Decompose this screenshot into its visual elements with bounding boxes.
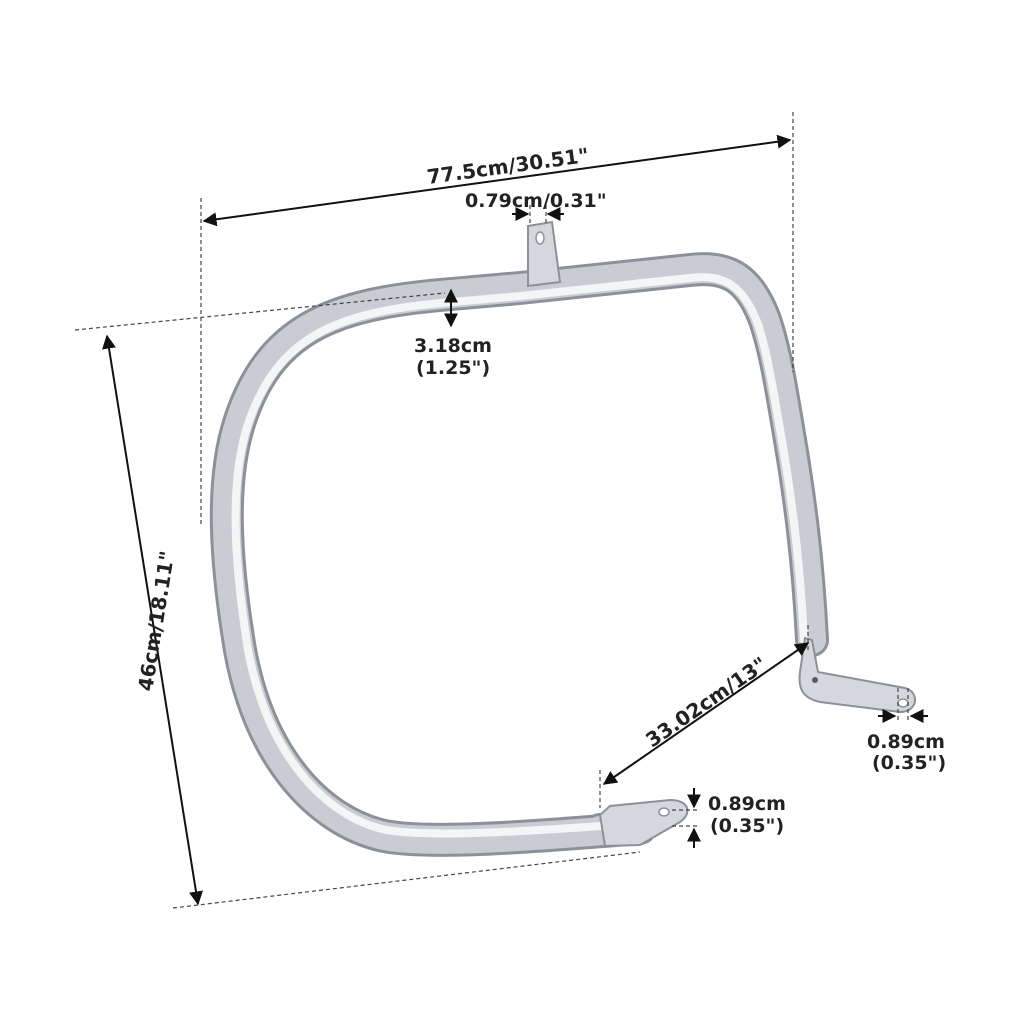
bottom-hole-in-label: (0.35") xyxy=(710,815,784,837)
overall-height-label: 46cm/18.11" xyxy=(133,549,179,693)
top-tab-width-label: 0.79cm/0.31" xyxy=(465,190,607,212)
extension-lines xyxy=(74,112,909,909)
dimension-lines xyxy=(102,134,928,906)
right-hole-cm-label: 0.89cm xyxy=(867,731,945,753)
tube-diameter-cm-label: 3.18cm xyxy=(414,335,492,357)
overall-width-label: 77.5cm/30.51" xyxy=(425,143,590,189)
bottom-hole-cm-label: 0.89cm xyxy=(708,793,786,815)
chrome-crash-bar-icon xyxy=(209,220,916,857)
tube-diameter-in-label: (1.25") xyxy=(416,357,490,379)
leg-length-label: 33.02cm/13" xyxy=(641,652,771,752)
right-hole-in-label: (0.35") xyxy=(872,752,946,774)
